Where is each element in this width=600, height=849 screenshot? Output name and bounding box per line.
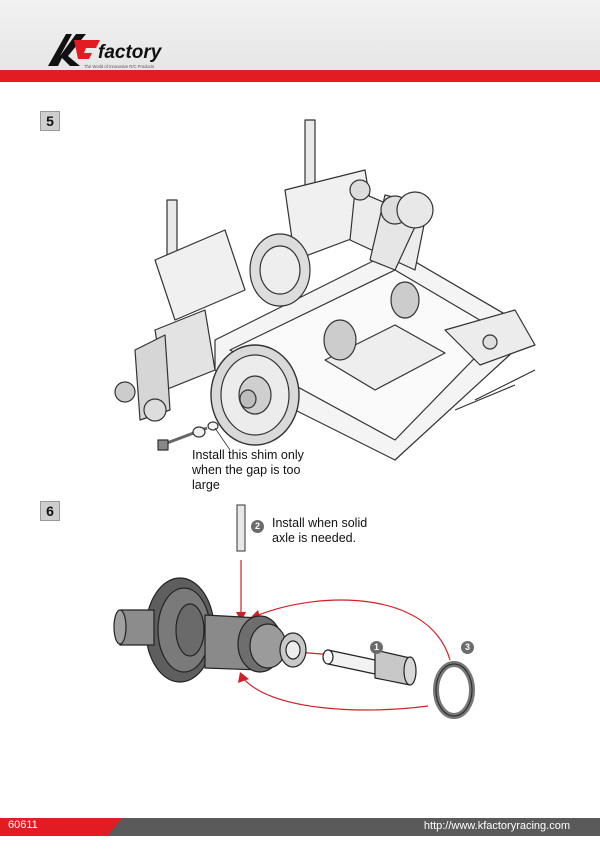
callout-3: 3: [461, 641, 474, 654]
chassis-assembly-illustration: [114, 119, 536, 461]
brand-tagline: The World of Innovative R/C Products: [84, 64, 154, 69]
step-6-number: 6: [40, 501, 60, 521]
shim-install-note: Install this shim only when the gap is t…: [192, 448, 304, 492]
brand-text: factory: [98, 42, 163, 63]
step-5-number: 5: [40, 111, 60, 131]
differential-assembly-illustration: [113, 504, 475, 719]
page-number: 60611: [8, 819, 38, 831]
kfactory-logo: factory The World of Innovative R/C Prod…: [48, 34, 163, 69]
callout-2: 2: [251, 520, 264, 533]
footer-accent: [0, 818, 122, 836]
footer-bar: [0, 818, 600, 836]
callout-1: 1: [370, 641, 383, 654]
solid-axle-note: Install when solid axle is needed.: [272, 516, 368, 545]
header-accent-bar: [0, 70, 600, 82]
page-header: [0, 0, 600, 82]
website-link[interactable]: http://www.kfactoryracing.com: [423, 820, 570, 832]
